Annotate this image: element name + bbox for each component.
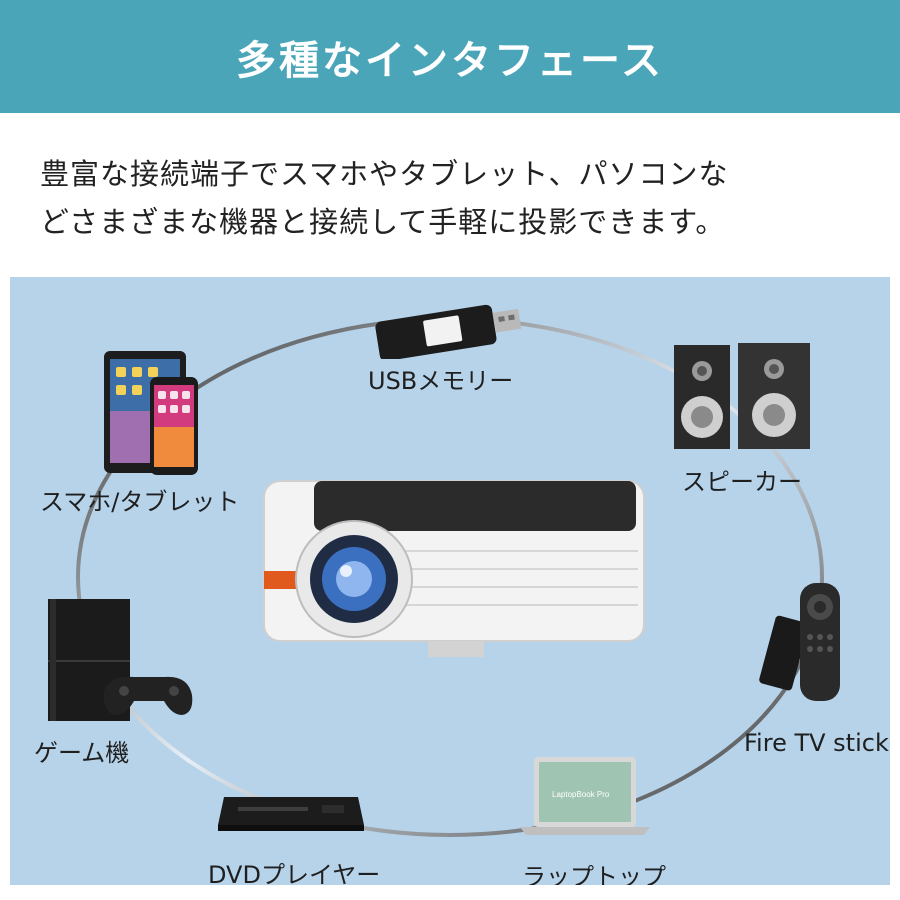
projector-icon [258, 475, 650, 665]
usb-stick-icon [368, 293, 528, 359]
game-label: ゲーム機 [34, 739, 130, 767]
page-title: 多種なインタフェース [236, 37, 664, 84]
intro-text: 豊富な接続端子でスマホやタブレット、パソコンな どさまざまな機器と接続して手軽に… [40, 150, 880, 246]
tablet-phone-icon [102, 349, 212, 479]
firetv-label: Fire TV stick [744, 729, 889, 757]
speaker-icon [670, 339, 810, 451]
dvd-label: DVDプレイヤー [208, 861, 381, 885]
fire-tv-stick-icon [758, 579, 848, 705]
interface-diagram: USBメモリー スマホ/タブレット スピーカー [10, 277, 890, 885]
usb-label: USBメモリー [368, 367, 514, 395]
laptop-label: ラップトップ [522, 863, 666, 885]
dvd-player-icon [218, 785, 364, 835]
laptop-icon: LaptopBook Pro [520, 753, 650, 837]
game-console-icon [44, 595, 194, 725]
speaker-label: スピーカー [682, 468, 802, 496]
laptop-screen-text: LaptopBook Pro [552, 790, 610, 799]
intro-line-1: 豊富な接続端子でスマホやタブレット、パソコンな [40, 157, 729, 191]
intro-line-2: どさまざまな機器と接続して手軽に投影できます。 [40, 205, 726, 239]
header-banner: 多種なインタフェース [0, 0, 900, 113]
tablet-label: スマホ/タブレット [40, 488, 240, 516]
